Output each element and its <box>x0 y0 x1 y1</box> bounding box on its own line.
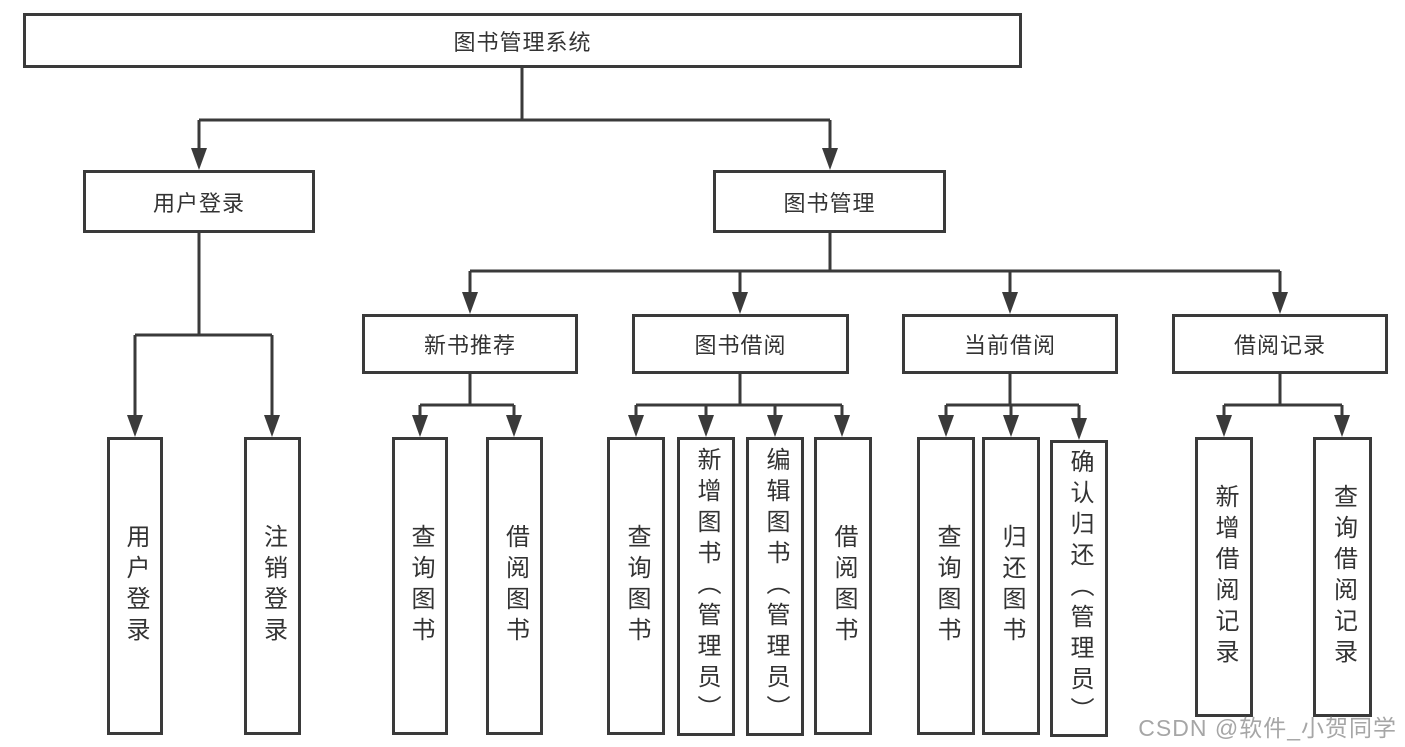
arrow-down-icon <box>938 415 954 437</box>
node-label: 注销登录 <box>259 524 287 648</box>
arrow-down-icon <box>732 292 748 314</box>
node-label: 用户登录 <box>122 524 149 648</box>
arrow-down-icon <box>698 415 714 437</box>
leaf-borrow-edit-books: 编辑图书（管理员） <box>746 437 804 736</box>
node-borrowing-records: 借阅记录 <box>1172 314 1388 374</box>
node-label: 借阅图书 <box>830 524 857 648</box>
node-label: 图书借阅 <box>694 333 787 358</box>
node-label: 新增借阅记录 <box>1211 484 1238 670</box>
arrowheads <box>127 148 1350 440</box>
arrow-down-icon <box>628 415 644 437</box>
node-label: 查询图书 <box>407 524 434 648</box>
leaf-logout: 注销登录 <box>244 437 301 735</box>
arrow-down-icon <box>1216 415 1232 437</box>
arrow-down-icon <box>1071 418 1087 440</box>
leaf-current-query-books: 查询图书 <box>917 437 975 735</box>
node-root-library-system: 图书管理系统 <box>23 13 1022 68</box>
arrow-down-icon <box>462 292 478 314</box>
node-book-borrowing: 图书借阅 <box>632 314 849 374</box>
node-label: 查询图书 <box>623 524 650 648</box>
arrow-down-icon <box>822 148 838 170</box>
arrow-down-icon <box>1272 292 1288 314</box>
arrow-down-icon <box>127 415 143 437</box>
arrow-down-icon <box>191 148 207 170</box>
node-label: 查询图书 <box>933 524 960 648</box>
arrow-down-icon <box>834 415 850 437</box>
leaf-recommend-query-books: 查询图书 <box>392 437 448 735</box>
node-label: 查询借阅记录 <box>1329 484 1357 670</box>
leaf-borrow-add-books: 新增图书（管理员） <box>677 437 735 736</box>
leaf-records-query-record: 查询借阅记录 <box>1313 437 1372 717</box>
node-label: 当前借阅 <box>963 333 1056 358</box>
tree-edges <box>133 68 1344 420</box>
leaf-borrow-query-books: 查询图书 <box>607 437 665 735</box>
node-label: 借阅记录 <box>1233 333 1326 358</box>
node-label: 确认归还（管理员） <box>1066 449 1093 728</box>
leaf-records-add-record: 新增借阅记录 <box>1195 437 1253 717</box>
leaf-current-return-books: 归还图书 <box>982 437 1040 735</box>
node-label: 用户登录 <box>152 190 245 216</box>
leaf-user-login: 用户登录 <box>107 437 163 735</box>
arrow-down-icon <box>767 415 783 437</box>
node-user-login: 用户登录 <box>83 170 315 233</box>
arrow-down-icon <box>1334 415 1350 437</box>
node-new-book-recommend: 新书推荐 <box>362 314 578 374</box>
node-current-borrowing: 当前借阅 <box>902 314 1118 374</box>
node-label: 新书推荐 <box>423 333 516 358</box>
node-label: 借阅图书 <box>501 524 529 648</box>
node-book-management: 图书管理 <box>713 170 946 233</box>
arrow-down-icon <box>264 415 280 437</box>
node-label: 图书管理系统 <box>453 29 592 55</box>
leaf-borrow-borrow-books: 借阅图书 <box>814 437 872 735</box>
leaf-current-confirm-return: 确认归还（管理员） <box>1050 440 1108 737</box>
node-label: 图书管理 <box>783 190 876 216</box>
arrow-down-icon <box>412 415 428 437</box>
arrow-down-icon <box>506 415 522 437</box>
arrow-down-icon <box>1002 292 1018 314</box>
node-label: 新增图书（管理员） <box>693 447 720 726</box>
csdn-watermark: CSDN @软件_小贺同学 <box>1138 715 1397 741</box>
node-label: 编辑图书（管理员） <box>762 447 789 726</box>
node-label: 归还图书 <box>998 524 1025 648</box>
leaf-recommend-borrow-books: 借阅图书 <box>486 437 543 735</box>
arrow-down-icon <box>1003 415 1019 437</box>
